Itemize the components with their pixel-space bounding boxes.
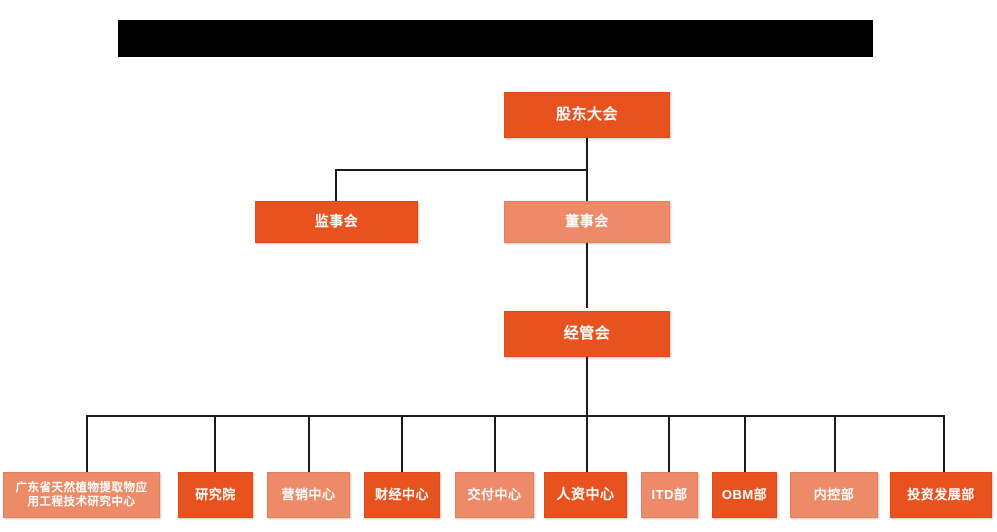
connector-management-trunk (586, 357, 588, 417)
connector-drop-supervisors (335, 169, 337, 202)
node-directors-label: 董事会 (565, 213, 609, 230)
node-internal-control-dept-label: 内控部 (813, 486, 855, 502)
node-management[interactable]: 经管会 (504, 311, 670, 357)
connector-drop-delivery-center (494, 415, 496, 472)
node-institute-label: 研究院 (195, 486, 236, 502)
connector-directors-to-management (586, 243, 588, 308)
node-marketing-center-label: 营销中心 (281, 486, 336, 502)
node-shareholders[interactable]: 股东大会 (504, 92, 670, 138)
connector-drop-internal-control-dept (834, 415, 836, 472)
node-management-label: 经管会 (563, 324, 611, 342)
node-itd-dept[interactable]: ITD部 (641, 472, 698, 518)
node-institute[interactable]: 研究院 (178, 472, 253, 518)
connector-shareholders-trunk (586, 138, 588, 216)
connector-drop-itd-dept (668, 415, 670, 472)
redacted-title-bar (118, 20, 873, 57)
node-hr-center-label: 人资中心 (556, 486, 615, 503)
node-obm-dept[interactable]: OBM部 (712, 472, 777, 518)
node-hr-center[interactable]: 人资中心 (544, 472, 627, 518)
node-research-center-label-line1: 广东省天然植物提取物应 (15, 481, 148, 494)
connector-drop-hr-center (586, 415, 588, 472)
connector-department-bus (86, 415, 944, 417)
node-research-center-label: 广东省天然植物提取物应 用工程技术研究中心 (12, 481, 152, 510)
connector-drop-investment-development-dept (943, 415, 945, 472)
connector-drop-obm-dept (744, 415, 746, 472)
node-delivery-center[interactable]: 交付中心 (455, 472, 534, 518)
connector-shareholders-to-supervisors-horizontal (335, 169, 587, 171)
node-internal-control-dept[interactable]: 内控部 (790, 472, 878, 518)
node-obm-dept-label: OBM部 (721, 486, 768, 502)
node-finance-center[interactable]: 财经中心 (364, 472, 440, 518)
connector-drop-marketing-center (308, 415, 310, 472)
connector-drop-institute (214, 415, 216, 472)
node-finance-center-label: 财经中心 (374, 486, 429, 502)
node-itd-dept-label: ITD部 (651, 486, 688, 502)
node-supervisors-label: 监事会 (314, 213, 359, 230)
node-supervisors[interactable]: 监事会 (255, 201, 418, 243)
node-directors[interactable]: 董事会 (504, 201, 670, 243)
node-investment-development-dept-label: 投资发展部 (907, 486, 975, 502)
connector-drop-finance-center (401, 415, 403, 472)
node-research-center[interactable]: 广东省天然植物提取物应 用工程技术研究中心 (3, 472, 160, 518)
node-marketing-center[interactable]: 营销中心 (267, 472, 350, 518)
node-investment-development-dept[interactable]: 投资发展部 (890, 472, 992, 518)
node-shareholders-label: 股东大会 (555, 105, 618, 123)
node-delivery-center-label: 交付中心 (467, 486, 522, 502)
node-research-center-label-line2: 用工程技术研究中心 (27, 496, 136, 508)
connector-drop-research-center (86, 415, 88, 472)
